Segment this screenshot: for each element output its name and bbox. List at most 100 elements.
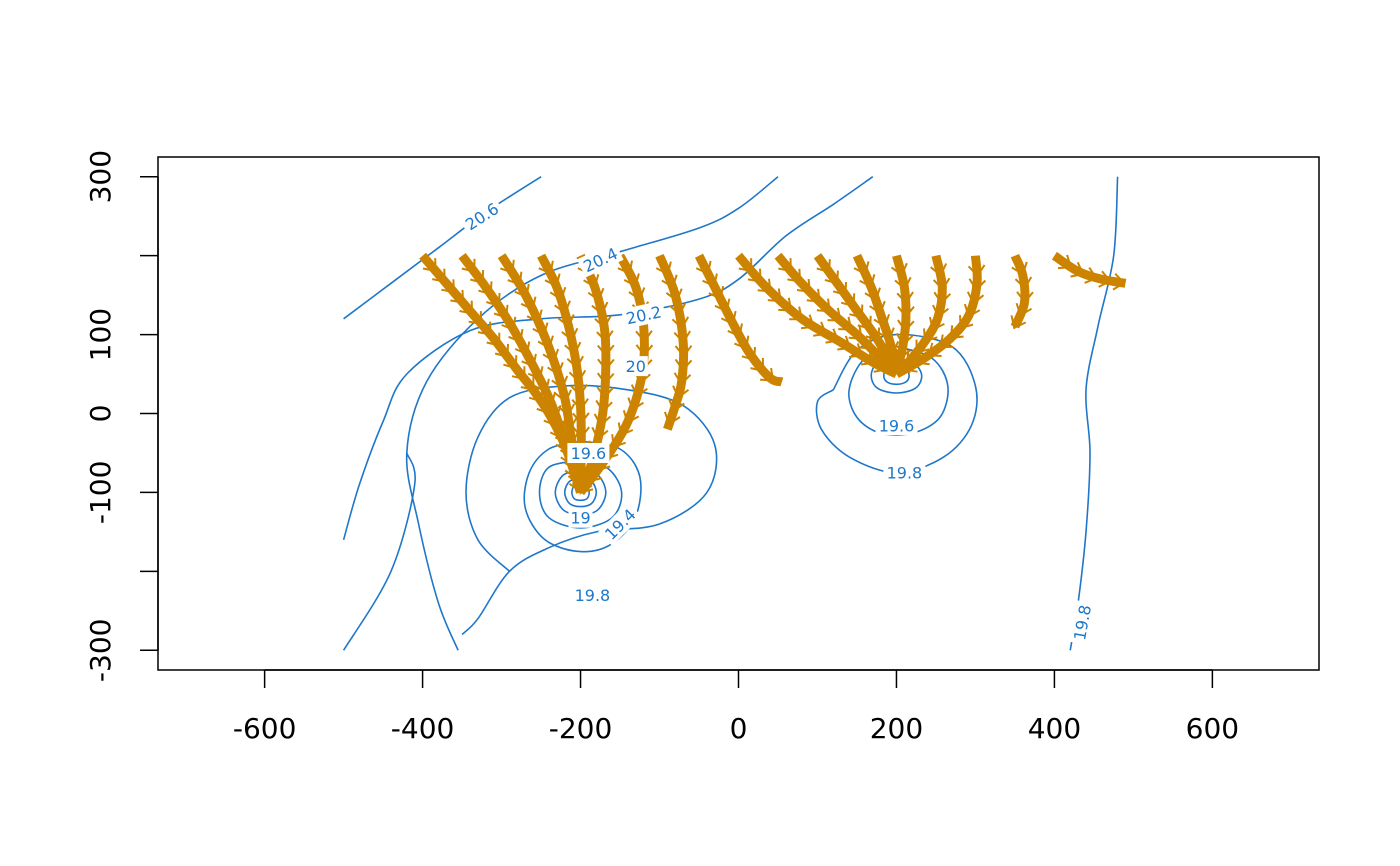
pathline-arrow xyxy=(587,287,605,302)
contour-label-bg xyxy=(458,196,505,237)
pathline-arrow xyxy=(486,332,501,347)
pathline-arrow xyxy=(967,264,986,278)
pathline-arrow xyxy=(869,300,886,315)
pathline-arrow xyxy=(596,386,614,399)
pathline-arrow xyxy=(858,335,873,350)
pathline-arrow xyxy=(557,403,576,417)
pathline-16 xyxy=(1051,251,1127,288)
pathline-arrow xyxy=(521,353,537,368)
pathline-7 xyxy=(694,253,784,387)
pathline-arrow xyxy=(507,271,523,286)
pathline-arrow xyxy=(597,344,615,357)
pathline-6 xyxy=(655,253,689,431)
pathline-arrow xyxy=(554,300,571,315)
pathline-arrow xyxy=(878,327,895,342)
contour-label-bg xyxy=(883,462,926,483)
contour-label: 20.2 xyxy=(624,302,663,328)
pathline-arrow xyxy=(493,304,509,319)
x-tick-label: 0 xyxy=(730,712,748,745)
pathline-arrow xyxy=(596,330,614,343)
contour-line-2 xyxy=(342,176,874,541)
plot-frame xyxy=(157,156,1320,671)
contour-label-bg xyxy=(1068,600,1096,646)
pathline-arrow xyxy=(1014,276,1033,290)
contour-label: 19.8 xyxy=(575,586,611,605)
pathline-arrow xyxy=(617,260,633,275)
pathline-arrow xyxy=(1011,261,1028,276)
pathline-arrow xyxy=(806,288,821,303)
pathline-arrow xyxy=(538,260,554,275)
pathline-arrow xyxy=(595,399,613,413)
x-tick-label: 200 xyxy=(870,712,923,745)
contour-label-bg xyxy=(875,415,918,436)
pathline-arrow xyxy=(927,342,942,357)
contour-label: 19.8 xyxy=(887,464,923,483)
pathline-arrow xyxy=(459,300,474,315)
pathline-arrow xyxy=(579,479,594,494)
pathline-arrow xyxy=(816,259,831,274)
y-tick-label: -300 xyxy=(84,619,117,683)
pathline-arrow xyxy=(486,292,501,308)
pathline-arrow xyxy=(859,274,876,289)
pathline-arrow xyxy=(778,297,793,312)
pathline-arrow xyxy=(534,378,550,393)
pathline-arrow xyxy=(499,259,515,274)
pathline-arrow xyxy=(832,281,848,297)
contour-line-3 xyxy=(342,452,416,651)
pathline-arrow xyxy=(520,296,537,311)
x-tick-label: 400 xyxy=(1028,712,1081,745)
pathline-arrow xyxy=(929,263,948,277)
x-tick-label: 600 xyxy=(1186,712,1239,745)
pathline-arrow xyxy=(663,411,681,426)
pathline-arrow xyxy=(968,278,987,292)
pathline-arrow xyxy=(767,288,782,303)
pathline-arrow xyxy=(938,334,954,349)
contour-line-0 xyxy=(343,176,542,320)
pathline-arrow xyxy=(727,323,743,338)
pathline-arrow xyxy=(928,316,945,331)
contour-label: 19.6 xyxy=(879,416,915,435)
pathline-arrow xyxy=(630,384,648,398)
contour-line-11 xyxy=(563,477,598,508)
pathline-arrow xyxy=(931,304,950,319)
pathline-arrow xyxy=(551,375,569,390)
pathline-arrow xyxy=(1098,270,1112,288)
contour-label-bg xyxy=(571,585,614,605)
contour-line-1 xyxy=(405,176,779,651)
pathline-arrow xyxy=(825,328,840,344)
pathline-arrow xyxy=(655,261,672,276)
pathline-arrow xyxy=(720,310,737,326)
contour-label-group: 20 xyxy=(623,356,648,377)
pathline-arrow xyxy=(593,413,612,427)
y-tick-label: 0 xyxy=(84,405,117,423)
pathline-arrow xyxy=(468,311,483,326)
pathline-arrow xyxy=(750,357,765,373)
pathline-arrow xyxy=(789,306,804,321)
pathline-arrow xyxy=(503,355,518,370)
contour-label: 20.4 xyxy=(580,244,620,276)
pathline-arrow xyxy=(738,258,753,273)
pathline-arrow xyxy=(827,307,842,322)
contour-label-group: 19.6 xyxy=(875,415,918,436)
pathline-arrow xyxy=(461,258,476,273)
pathline-arrow xyxy=(627,397,644,412)
pathline-arrow xyxy=(787,268,802,283)
pathline-arrow xyxy=(539,391,557,406)
pathline-arrow xyxy=(470,269,485,285)
pathline-arrow xyxy=(903,357,918,373)
pathline-arrow xyxy=(564,341,582,356)
pathline-arrow xyxy=(545,404,562,419)
pathline-arrow xyxy=(511,366,526,381)
contour-layer xyxy=(342,176,1119,651)
contour-label-group: 19.8 xyxy=(571,585,614,605)
y-tick-label: 300 xyxy=(84,150,117,203)
pathline-arrow xyxy=(669,302,687,316)
pathline-8 xyxy=(735,252,899,379)
pathline-arrow xyxy=(894,276,912,291)
pathline-arrow xyxy=(514,283,530,299)
pathline-arrow xyxy=(796,278,811,293)
contour-label-group: 19 xyxy=(568,507,593,528)
y-tick-label: -100 xyxy=(84,461,117,525)
